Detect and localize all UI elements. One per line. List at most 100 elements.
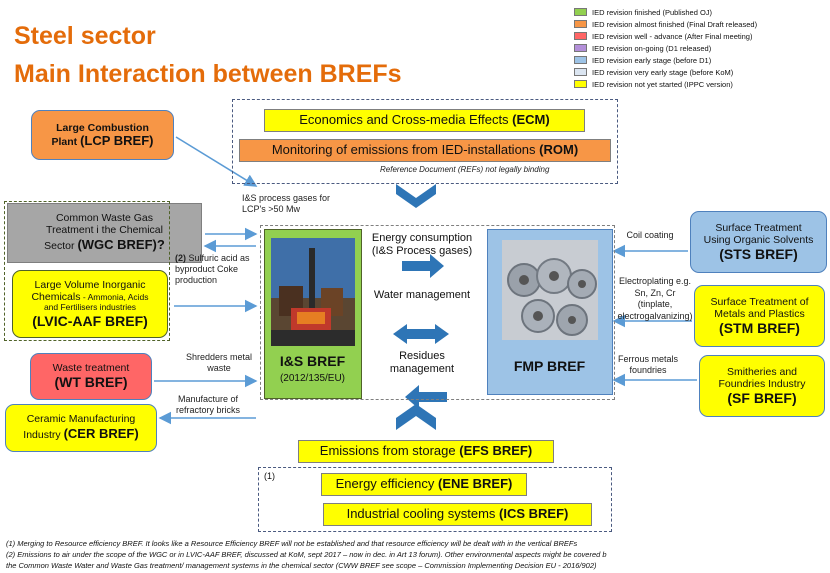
wgc-flow-text: Sulfuric acid as byproduct Coke producti… <box>175 253 250 285</box>
is-bref-box[interactable]: I&S BREF (2012/135/EU) <box>264 229 362 399</box>
electro-label: Electroplating e.g. Sn, Zn, Cr (tinplate… <box>617 276 693 322</box>
efs-box[interactable]: Emissions from storage (EFS BREF) <box>298 440 554 463</box>
wgc-flow-label: (2) Sulfuric acid as byproduct Coke prod… <box>175 253 263 285</box>
wt-bref-box[interactable]: Waste treatment (WT BREF) <box>30 353 152 400</box>
residues-label: Residues management <box>389 350 455 376</box>
wt-line1: Waste treatment <box>52 362 130 375</box>
legend-label: IED revision on-going (D1 released) <box>592 43 712 53</box>
sts-line1: Surface Treatment <box>715 221 802 234</box>
legend-label: IED revision finished (Published OJ) <box>592 7 713 17</box>
legend-item-not-started: IED revision not yet started (IPPC versi… <box>574 79 733 89</box>
sts-code: (STS BREF) <box>719 246 798 263</box>
rom-code: (ROM) <box>539 142 579 158</box>
title-main-interaction: Main Interaction between BREFs <box>14 60 402 88</box>
lcp-line1: Large Combustion <box>56 121 149 134</box>
energy-arrow-right-icon <box>402 254 444 278</box>
rom-label: Monitoring of emissions from IED-install… <box>271 142 540 158</box>
energy-label: Energy consumption (I&S Process gases) <box>371 232 473 258</box>
stm-code: (STM BREF) <box>719 320 800 337</box>
cer-bref-box[interactable]: Ceramic Manufacturing Industry (CER BREF… <box>5 404 157 452</box>
legend-item-finished: IED revision finished (Published OJ) <box>574 7 712 17</box>
lvic-line1: Large Volume Inorganic <box>34 279 146 291</box>
cer-line2: Industry <box>23 428 64 441</box>
cer-code: (CER BREF) <box>63 425 139 441</box>
ecm-label: Economics and Cross-media Effects <box>299 112 513 128</box>
ics-box[interactable]: Industrial cooling systems (ICS BREF) <box>323 503 592 526</box>
chevron-down-icon <box>396 184 436 208</box>
legend-label: IED revision almost finished (Final Draf… <box>592 19 758 29</box>
legend-swatch <box>574 44 587 52</box>
legend-swatch <box>574 80 587 88</box>
ecm-box[interactable]: Economics and Cross-media Effects (ECM) <box>264 109 585 132</box>
cer-flow-label: Manufacture of refractory bricks <box>175 394 240 415</box>
sf-line2: Foundries Industry <box>718 377 806 390</box>
bottom-note-num: (1) <box>264 471 275 481</box>
lvic-line2a: Chemicals <box>31 291 81 304</box>
legend-item-well-advance: IED revision well - advance (After Final… <box>574 31 752 41</box>
legend-item-on-going: IED revision on-going (D1 released) <box>574 43 711 53</box>
legend-swatch <box>574 56 587 64</box>
sf-bref-box[interactable]: Smitheries and Foundries Industry (SF BR… <box>699 355 825 417</box>
sf-code: (SF BREF) <box>727 390 797 407</box>
sts-bref-box[interactable]: Surface Treatment Using Organic Solvents… <box>690 211 827 273</box>
wgc-line2: Treatment i the Chemical <box>46 223 163 236</box>
lvic-code: (LVIC-AAF BREF) <box>32 312 148 329</box>
legend-swatch <box>574 20 587 28</box>
ferrous-label: Ferrous metals foundries <box>617 354 679 375</box>
efs-code: (EFS BREF) <box>459 443 533 459</box>
legend-label: IED revision well - advance (After Final… <box>592 31 753 41</box>
bottom-dashed-group <box>258 467 612 532</box>
is-bref-title: I&S BREF <box>279 353 346 369</box>
ene-box[interactable]: Energy efficiency (ENE BREF) <box>321 473 527 496</box>
legend-swatch <box>574 68 587 76</box>
legend-label: IED revision not yet started (IPPC versi… <box>592 79 733 89</box>
water-double-arrow-icon <box>393 324 449 344</box>
ene-code: (ENE BREF) <box>437 476 513 492</box>
sts-line2: Using Organic Solvents <box>703 233 814 246</box>
legend-item-almost-finished: IED revision almost finished (Final Draf… <box>574 19 757 29</box>
rom-box[interactable]: Monitoring of emissions from IED-install… <box>239 139 611 162</box>
lvic-aaf-bref-box[interactable]: Large Volume Inorganic Chemicals - Ammon… <box>12 270 168 338</box>
lcp-bref-box[interactable]: Large Combustion Plant (LCP BREF) <box>31 110 174 160</box>
wt-code: (WT BREF) <box>54 374 128 391</box>
wgc-note-num: (2) <box>175 253 186 263</box>
ics-code: (ICS BREF) <box>499 506 569 522</box>
lcp-code: (LCP BREF) <box>80 132 154 148</box>
fmp-bref-title: FMP BREF <box>513 358 586 374</box>
stm-line2: Metals and Plastics <box>714 307 805 320</box>
legend-item-very-early: IED revision very early stage (before Ko… <box>574 67 733 77</box>
wgc-code: (WGC BREF)? <box>77 236 165 252</box>
title-steel-sector: Steel sector <box>14 22 156 50</box>
sf-line1: Smitheries and <box>726 365 798 378</box>
legend-swatch <box>574 32 587 40</box>
wt-flow-label: Shredders metal waste <box>185 352 253 373</box>
stm-bref-box[interactable]: Surface Treatment of Metals and Plastics… <box>694 285 825 347</box>
legend-label: IED revision early stage (before D1) <box>592 55 712 65</box>
legend-label: IED revision very early stage (before Ko… <box>592 67 734 77</box>
lvic-line3: and Fertilisers industries <box>43 302 137 313</box>
footnote-2: (2) Emissions to air under the scope of … <box>6 550 607 559</box>
metal-coils-photo <box>502 240 598 340</box>
water-label: Water management <box>373 289 471 301</box>
legend-swatch <box>574 8 587 16</box>
footnote-1: (1) Merging to Resource efficiency BREF.… <box>6 539 578 548</box>
legend-item-early-stage: IED revision early stage (before D1) <box>574 55 711 65</box>
wgc-line1: Common Waste Gas <box>55 211 154 224</box>
coil-label: Coil coating <box>626 230 674 240</box>
arrow-lcp <box>175 136 258 187</box>
cer-line1: Ceramic Manufacturing <box>26 412 136 425</box>
fmp-bref-box[interactable]: FMP BREF <box>487 229 613 395</box>
wgc-line3: Sector <box>44 239 78 252</box>
stm-line1: Surface Treatment of <box>710 295 809 308</box>
ene-label: Energy efficiency <box>335 476 438 492</box>
ref-note: Reference Document (REFs) not legally bi… <box>380 165 550 174</box>
is-bref-sub: (2012/135/EU) <box>279 373 346 384</box>
efs-label: Emissions from storage <box>319 443 460 459</box>
top-dashed-group <box>232 99 618 184</box>
lvic-line2b: - Ammonia, Acids <box>80 292 149 303</box>
left-dashed-group <box>4 201 170 341</box>
residues-arrow-left-icon <box>405 385 447 409</box>
center-dashed-frame <box>260 225 615 400</box>
ics-label: Industrial cooling systems <box>346 506 500 522</box>
chevron-up-icon <box>396 404 436 430</box>
